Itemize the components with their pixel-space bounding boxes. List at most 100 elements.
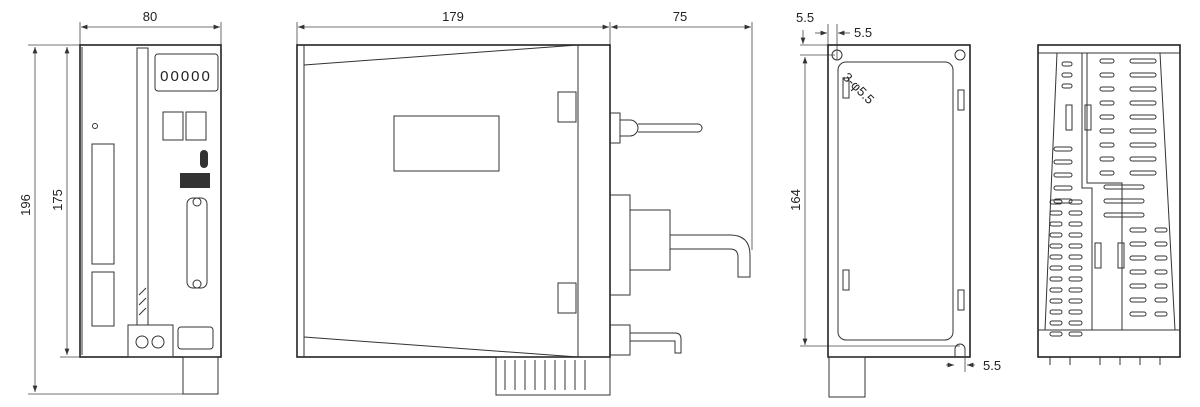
vent-slot [1129, 72, 1157, 78]
back-recess [837, 61, 954, 341]
vent-slot [1068, 232, 1083, 238]
vent-slot [1099, 156, 1115, 162]
vent-slot [1061, 83, 1073, 89]
vent-slot [1049, 298, 1063, 304]
vent-slot [1129, 142, 1157, 148]
vent-slot [1129, 241, 1147, 247]
vent-slot [1068, 243, 1083, 249]
heatsink-fins [495, 356, 611, 396]
clip-slot [1084, 104, 1092, 131]
width-dimension-label: 80 [143, 9, 157, 24]
vent-slot [1129, 269, 1147, 275]
connector-depth-dimension-label: 75 [673, 9, 687, 24]
vent-slot [1099, 170, 1115, 176]
vent-slot [1099, 128, 1115, 134]
vent-slot [1061, 72, 1073, 78]
db-cable [610, 194, 751, 296]
vent-slot [1053, 146, 1073, 152]
vent-slot [1049, 254, 1063, 260]
bottom-plug [828, 356, 866, 398]
side-housing [296, 44, 611, 358]
bottom-offset-label: 5.5 [983, 358, 1001, 373]
vent-slot [1053, 185, 1073, 191]
vent-slot [1129, 128, 1157, 134]
vent-slot [1061, 61, 1073, 67]
encoder-cable [610, 324, 682, 356]
clip-slot [1065, 104, 1073, 131]
left-offset-label: 5.5 [854, 25, 872, 40]
vent-slot [1068, 298, 1083, 304]
vent-slot [1049, 276, 1063, 282]
vent-slot [1049, 199, 1063, 205]
back-plate [827, 44, 971, 358]
rj45-port-1 [162, 111, 184, 141]
right-view [1037, 44, 1181, 365]
dip-switch-block [180, 173, 210, 188]
vent-slot [1049, 331, 1063, 337]
vent-slot [1068, 309, 1083, 315]
clip-slot [842, 77, 850, 99]
vent-slot [1099, 142, 1115, 148]
vent-slot [1129, 311, 1147, 317]
vent-slot [1053, 172, 1073, 178]
hole-pitch-label: 164 [788, 189, 803, 211]
vent-slot [1129, 100, 1157, 106]
vent-slot [1099, 58, 1115, 64]
vent-slot [1049, 210, 1063, 216]
front-view: 80 196 175 00000 [18, 9, 222, 395]
vent-slots [1049, 58, 1168, 337]
clip-slot [957, 89, 965, 111]
depth-dimension-label: 179 [442, 9, 464, 24]
vent-slot [1154, 269, 1168, 275]
side-label-area [393, 115, 500, 172]
clip-slot [1094, 242, 1102, 269]
vent-slot [1154, 311, 1168, 317]
vent-slot [1154, 255, 1168, 261]
vent-slot [1068, 276, 1083, 282]
vent-slot [1099, 86, 1115, 92]
vent-slot [1068, 287, 1083, 293]
right-housing [1037, 44, 1181, 358]
usb-port [200, 150, 208, 168]
terminal-connector-upper [91, 143, 115, 265]
vent-slot [1129, 283, 1147, 289]
clip-slot [1117, 242, 1125, 269]
vent-slot [1129, 156, 1157, 162]
mount-clip [557, 282, 577, 314]
terminal-connector-lower [91, 271, 115, 327]
vent-slot [1129, 58, 1157, 64]
vent-slot [1068, 331, 1083, 337]
mounting-hole [954, 49, 966, 61]
bottom-connectors [1049, 357, 1161, 365]
hole-spec-label: 3-φ5.5 [840, 70, 878, 108]
vent-slot [1129, 255, 1147, 261]
vent-slot [1068, 199, 1083, 205]
led-indicator [92, 123, 98, 129]
overall-height-dimension-label: 196 [18, 194, 33, 216]
vent-slot [1103, 184, 1145, 190]
front-strip [136, 47, 149, 326]
vent-slot [1129, 114, 1157, 120]
mount-clip [557, 91, 577, 123]
mounting-slot [954, 343, 966, 357]
vent-slot [1099, 72, 1115, 78]
vent-slot [1099, 114, 1115, 120]
vent-slot [1049, 243, 1063, 249]
encoder-port [177, 326, 214, 350]
vent-slot [1068, 210, 1083, 216]
side-view: 179 75 [296, 9, 753, 396]
vent-slot [1049, 221, 1063, 227]
vent-slot [1154, 227, 1168, 233]
screw-icon [151, 335, 165, 349]
vent-slot [1068, 265, 1083, 271]
vent-slot [1103, 212, 1145, 218]
vent-slot [1129, 297, 1147, 303]
network-cable [610, 112, 703, 144]
vent-slot [1053, 159, 1073, 165]
mounting-hole [831, 49, 843, 61]
mounting-view: 5.5 5.5 164 3-φ5.5 5.5 [788, 10, 1001, 398]
ground-terminal [127, 324, 174, 358]
vent-slot [1068, 221, 1083, 227]
power-plug [182, 356, 219, 395]
